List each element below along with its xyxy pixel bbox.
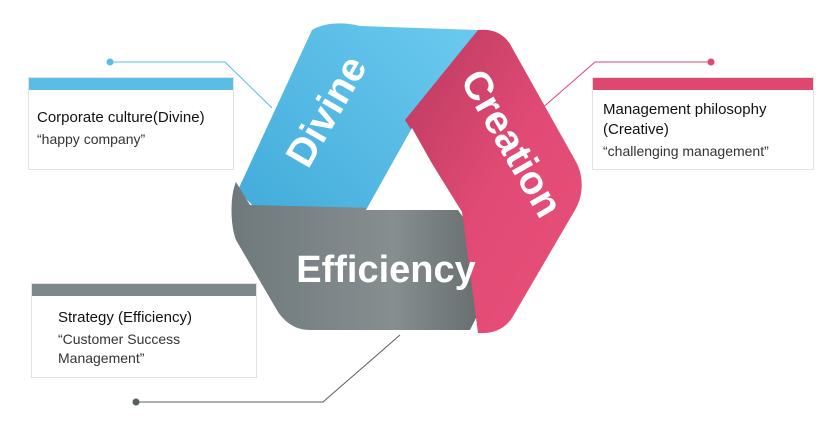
connector-strategy [132, 334, 401, 406]
strategy-card-quote: “Customer Success Management” [58, 331, 181, 366]
efficiency-label: Efficiency [296, 249, 476, 291]
strategy-card: Strategy (Efficiency) “Customer Success … [31, 283, 257, 378]
culture-card-quote: “happy company” [37, 131, 146, 147]
connector-culture [106, 58, 273, 109]
culture-card-title: Corporate culture(Divine) [37, 109, 205, 126]
philosophy-card-bar [593, 78, 813, 90]
philosophy-card-title: Management philosophy (Creative) [603, 101, 767, 138]
culture-card: Corporate culture(Divine) “happy company… [28, 77, 234, 170]
connector-philosophy [539, 58, 715, 111]
philosophy-card: Management philosophy (Creative) “challe… [592, 77, 814, 170]
creation-segment [405, 29, 582, 334]
strategy-card-title: Strategy (Efficiency) [58, 309, 192, 326]
philosophy-card-quote: “challenging management” [603, 143, 769, 159]
divine-segment [238, 23, 478, 248]
strategy-card-bar [32, 284, 256, 296]
center-triangle [366, 128, 458, 210]
culture-card-bar [29, 78, 233, 90]
efficiency-segment [231, 182, 500, 330]
